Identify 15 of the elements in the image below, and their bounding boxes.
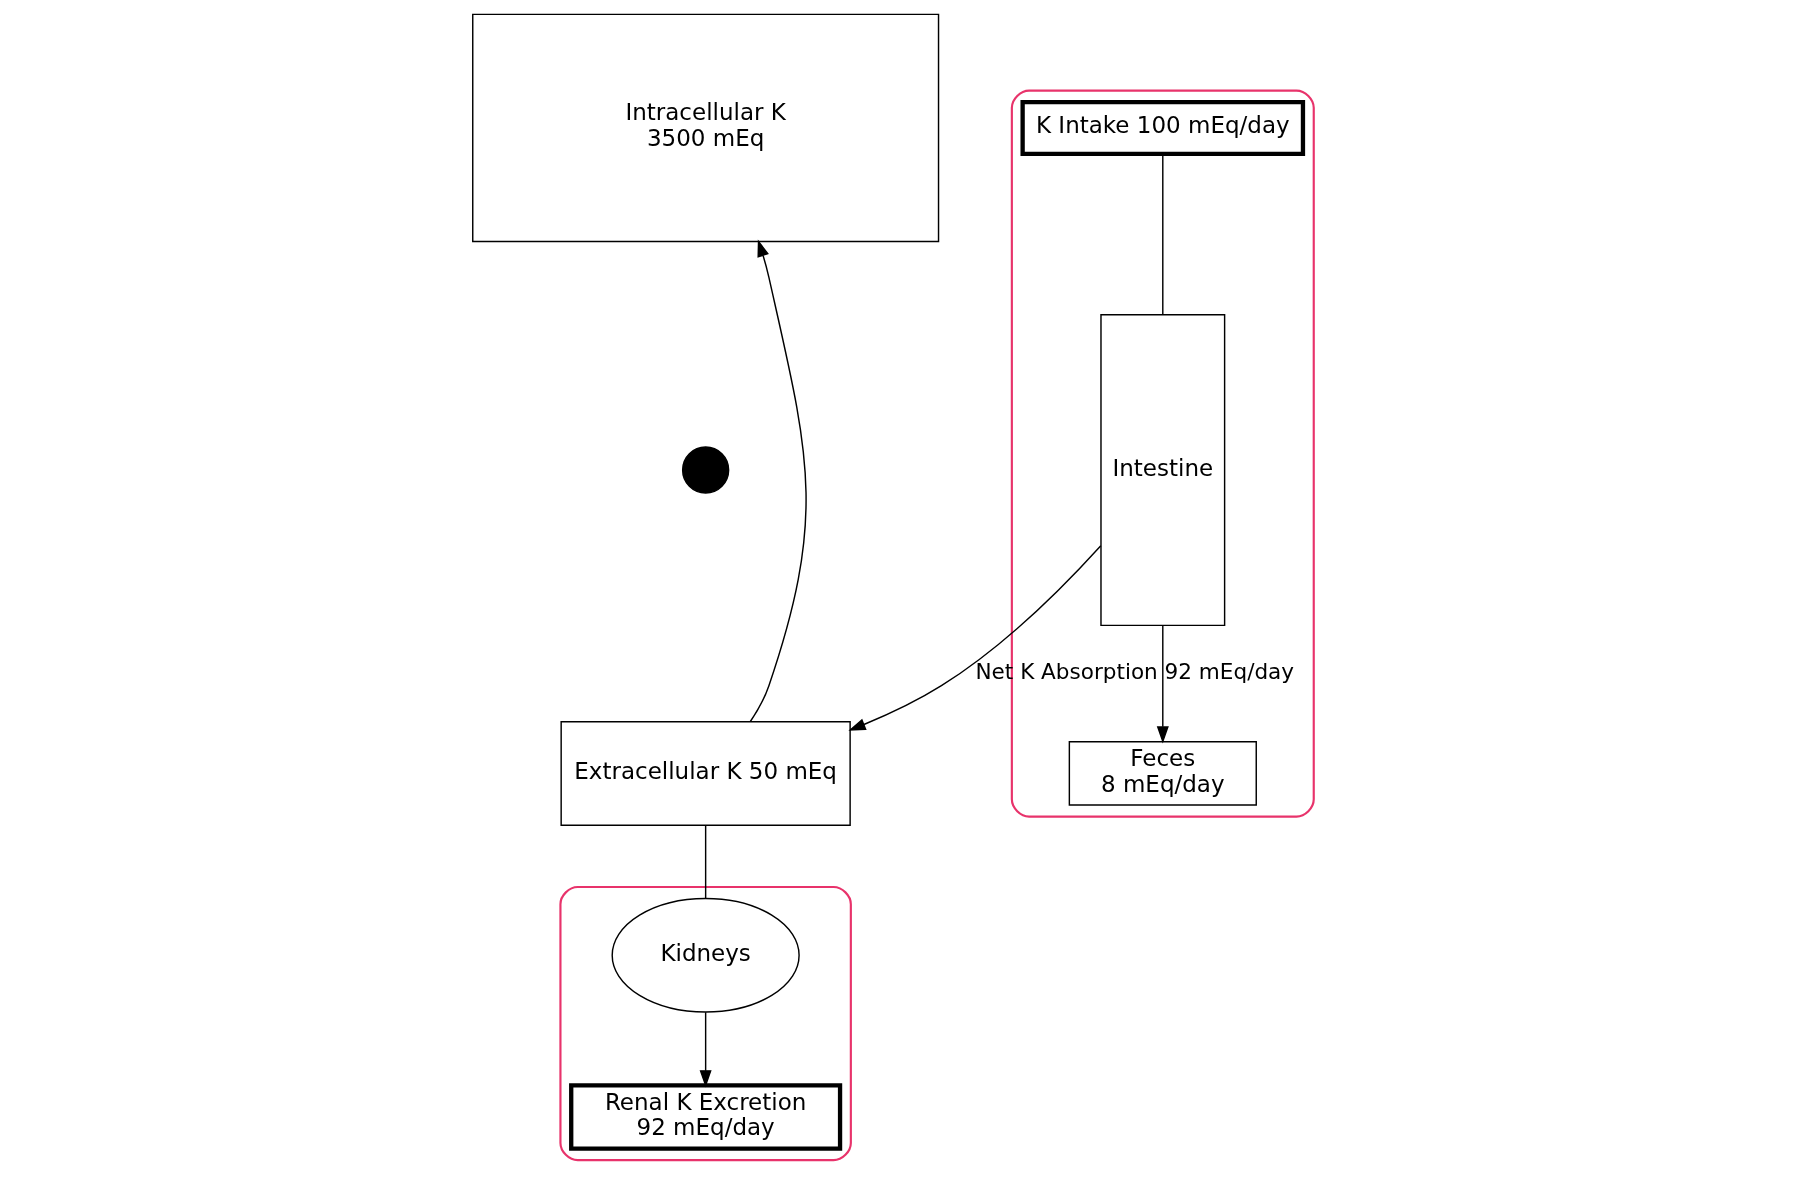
connector (1161, 153, 1163, 316)
node-circle (681, 446, 729, 494)
cluster (558, 885, 852, 1162)
arrow (699, 1011, 712, 1088)
node-box: Intracellular K 3500 mEq (471, 13, 939, 243)
arrow (749, 239, 807, 723)
node-box: Renal K Excretion 92 mEq/day (568, 1083, 842, 1151)
arrow (847, 544, 1101, 731)
connector (704, 824, 706, 899)
node-box: Extracellular K 50 mEq (559, 720, 851, 826)
arrow (1156, 625, 1169, 744)
node-box: Intestine (1099, 314, 1225, 627)
node-box: K Intake 100 mEq/day (1019, 99, 1305, 156)
node-box: Feces 8 mEq/day (1068, 741, 1257, 806)
node-ellipse: Kidneys (611, 897, 800, 1013)
